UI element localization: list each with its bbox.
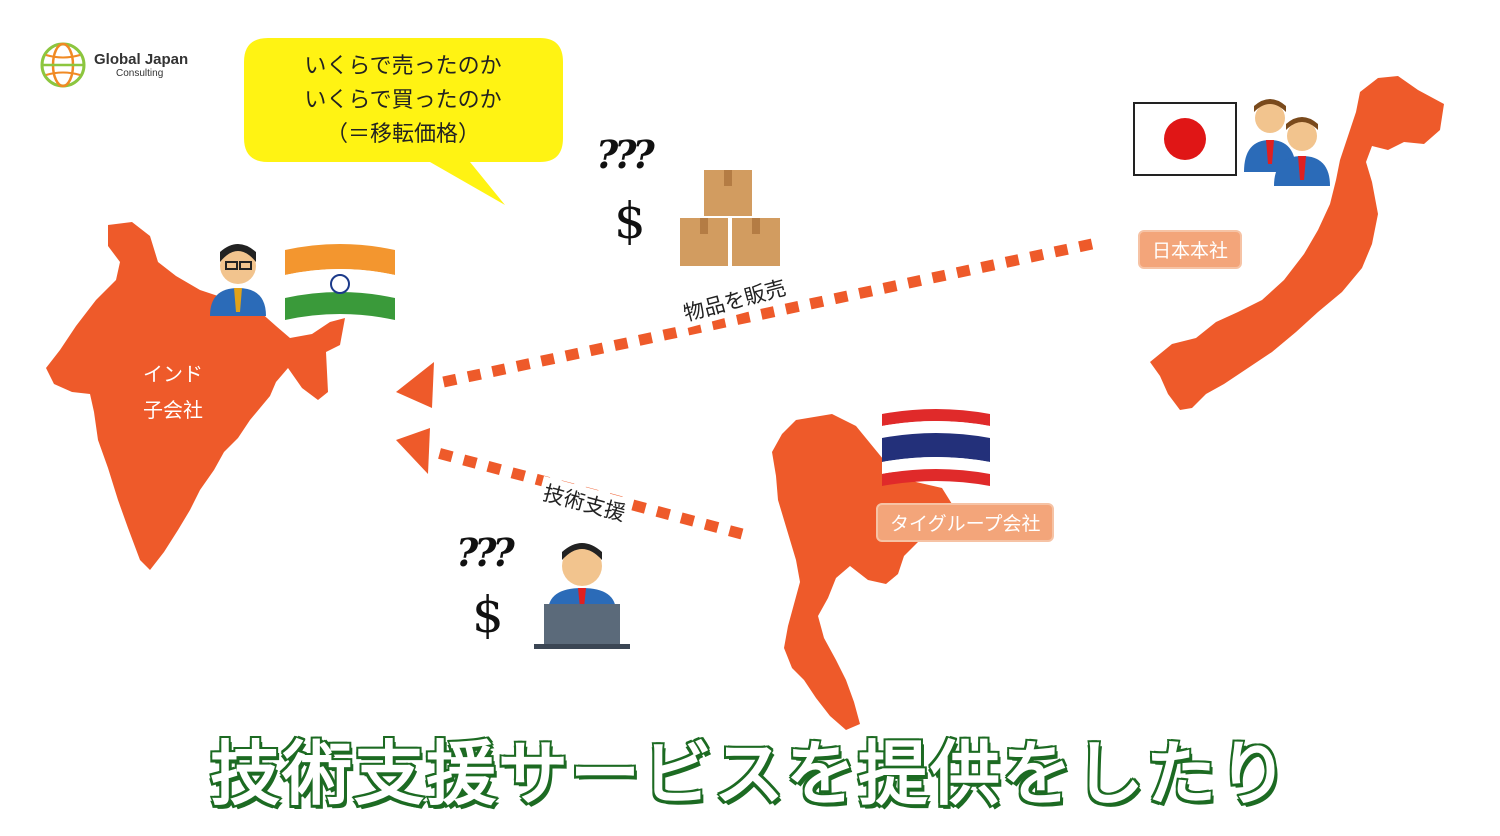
india-map	[46, 222, 345, 570]
japan-flag-icon	[1133, 102, 1237, 176]
bubble-line-2: いくらで買ったのか	[304, 88, 502, 113]
subtitle-caption: 技術支援サービスを提供をしたり	[209, 732, 1290, 817]
arrow-tech	[396, 428, 744, 540]
india-person-icon	[210, 244, 266, 316]
bubble-line-3: （＝移転価格）	[325, 122, 480, 147]
dollar-tech: $	[472, 586, 504, 644]
boxes-icon	[680, 170, 780, 266]
india-subsidiary-label: インド 子会社	[118, 356, 228, 428]
japan-hq-label: 日本本社	[1138, 230, 1243, 269]
company-logo: Global Japan Consulting	[40, 42, 188, 88]
thai-group-label: タイグループ会社	[876, 503, 1055, 542]
globe-logo-icon	[40, 42, 86, 88]
executives-icon	[1244, 99, 1330, 186]
worker-laptop-icon	[534, 543, 630, 649]
thailand-map	[772, 414, 952, 730]
bubble-line-1: いくらで売ったのか	[304, 54, 502, 79]
speech-bubble	[244, 38, 563, 205]
india-label-line-2: 子会社	[143, 398, 203, 422]
question-marks-tech: ???	[456, 530, 515, 575]
question-marks-goods: ???	[596, 132, 655, 177]
india-flag-icon	[285, 244, 395, 320]
arrow-goods	[396, 238, 1094, 408]
japan-map	[1150, 76, 1444, 410]
logo-subtitle: Consulting	[116, 67, 164, 79]
logo-title: Global Japan	[94, 50, 189, 68]
dollar-goods: $	[614, 192, 646, 250]
bubble-text: いくらで売ったのか いくらで買ったのか （＝移転価格）	[244, 50, 562, 152]
thailand-flag-icon	[882, 409, 990, 486]
india-label-line-1: インド	[143, 362, 203, 386]
